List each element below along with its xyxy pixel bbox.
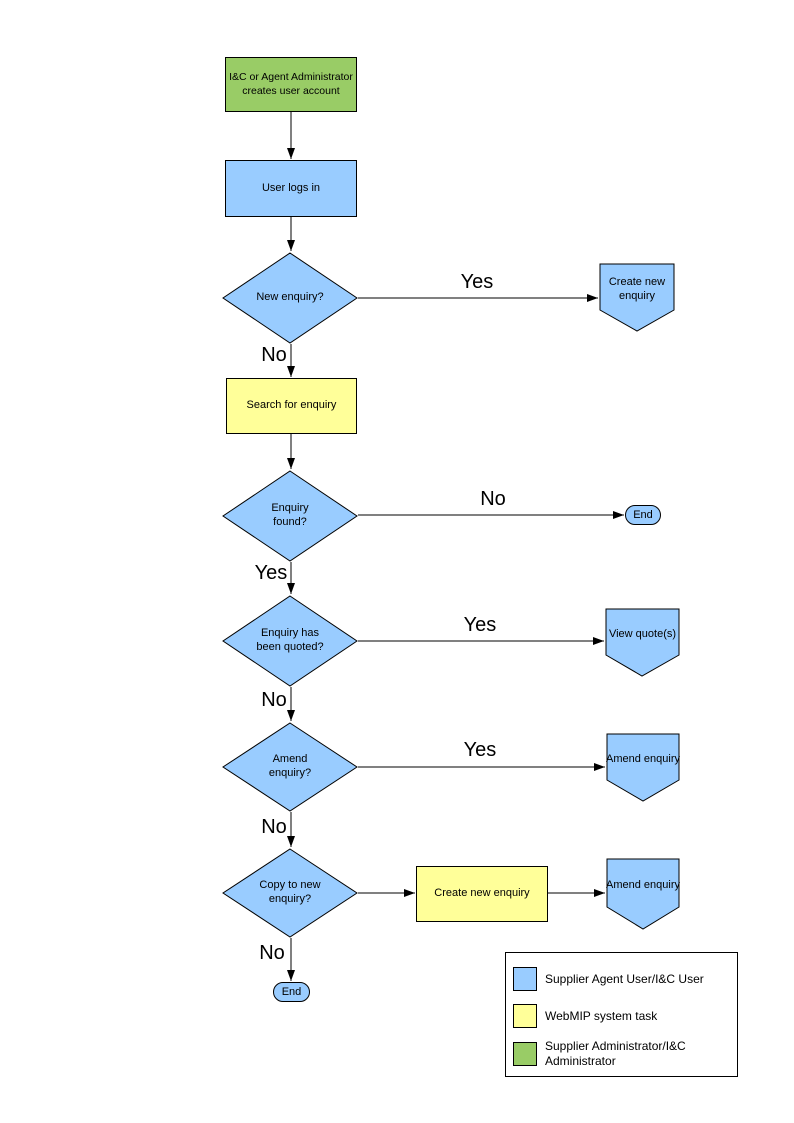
pentagon-shape (605, 608, 680, 677)
edge-label-amend-no: No (261, 816, 287, 838)
decision-enquiry-found: Enquiry found? (222, 470, 358, 562)
node-create-account: I&C or Agent Administrator creates user … (225, 57, 357, 112)
edge-label-quoted-yes: Yes (463, 614, 497, 636)
legend-label-admin: Supplier Administrator/I&C Administrator (545, 1039, 686, 1068)
terminator-end-bottom: End (273, 982, 310, 1002)
edge-label-quoted-no: No (261, 689, 287, 711)
terminator-end-top-label: End (633, 509, 653, 521)
diamond-shape (222, 470, 358, 562)
offpage-view-quotes: View quote(s) (605, 608, 680, 677)
decision-new-enquiry: New enquiry? (222, 252, 358, 344)
decision-enquiry-quoted: Enquiry has been quoted? (222, 595, 358, 687)
diamond-shape (222, 848, 358, 938)
node-search-for-enquiry-label: Search for enquiry (246, 399, 337, 412)
terminator-end-top: End (625, 505, 661, 525)
legend-row-admin: Supplier Administrator/I&C Administrator (513, 1039, 725, 1069)
pentagon-shape (606, 733, 680, 802)
offpage-amend-enquiry-1: Amend enquiry (606, 733, 680, 802)
offpage-amend-enquiry-2: Amend enquiry (606, 858, 680, 930)
edge-label-copy-no: No (259, 942, 285, 964)
legend-row-user: Supplier Agent User/I&C User (513, 967, 725, 991)
decision-copy-to-new: Copy to new enquiry? (222, 848, 358, 938)
legend: Supplier Agent User/I&C User WebMIP syst… (505, 952, 738, 1077)
legend-row-system: WebMIP system task (513, 1004, 725, 1028)
edge-label-amend-yes: Yes (463, 739, 497, 761)
diamond-shape (222, 722, 358, 812)
legend-swatch-admin (513, 1042, 537, 1066)
node-search-for-enquiry: Search for enquiry (226, 378, 357, 434)
node-create-new-enquiry-task-label: Create new enquiry (434, 887, 530, 900)
pentagon-shape (606, 858, 680, 930)
decision-amend-enquiry: Amend enquiry? (222, 722, 358, 812)
edge-label-new-enquiry-yes: Yes (460, 271, 494, 293)
legend-swatch-system (513, 1004, 537, 1028)
node-user-login-label: User logs in (261, 181, 321, 194)
node-create-account-label: I&C or Agent Administrator creates user … (229, 71, 353, 97)
pentagon-shape (599, 263, 675, 332)
offpage-create-new-enquiry: Create new enquiry (599, 263, 675, 332)
diamond-shape (222, 252, 358, 344)
edge-label-new-enquiry-no: No (261, 344, 287, 366)
legend-swatch-user (513, 967, 537, 991)
node-create-new-enquiry-task: Create new enquiry (416, 866, 548, 922)
node-user-login: User logs in (225, 160, 357, 217)
legend-label-user: Supplier Agent User/I&C User (545, 971, 704, 986)
diamond-shape (222, 595, 358, 687)
terminator-end-bottom-label: End (281, 986, 302, 998)
legend-label-system: WebMIP system task (545, 1008, 658, 1023)
edge-label-found-no: No (480, 488, 506, 510)
edge-label-found-yes: Yes (254, 562, 288, 584)
